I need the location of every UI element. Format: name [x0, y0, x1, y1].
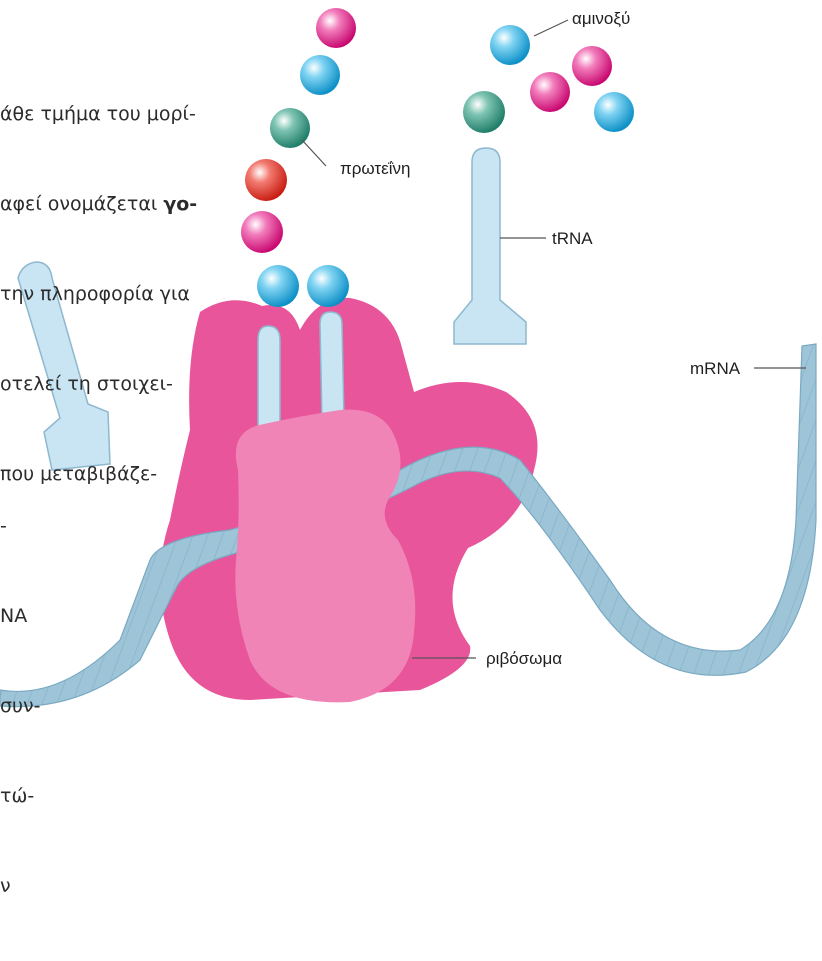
text-bottom-line-5: ν [0, 871, 110, 901]
body-text-bottom: - NA συν- τώ- ν [0, 451, 110, 961]
leader-amino-acid [534, 20, 568, 36]
text-bottom-line-1: - [0, 511, 110, 541]
protein-bead-1 [316, 8, 356, 48]
free-amino-acid-3 [530, 72, 570, 112]
free-amino-acid-1 [490, 25, 530, 65]
text-bottom-line-2: NA [0, 601, 110, 631]
trna-stem-right [320, 312, 344, 420]
text-top-line-4: οτελεί τη στοιχει- [0, 369, 272, 399]
label-ribosome: ριβόσωμα [486, 649, 562, 668]
label-protein: πρωτεΐνη [340, 159, 410, 178]
label-amino-acid: αμινοξύ [572, 9, 630, 28]
free-amino-acid-4 [594, 92, 634, 132]
text-top-line-3: την πληροφορία για [0, 279, 272, 309]
protein-bead-2 [300, 55, 340, 95]
leader-protein [302, 140, 326, 166]
trna-free [454, 148, 526, 344]
text-top-line-2-bold: γο- [163, 193, 197, 215]
incoming-amino-acid-bead [307, 265, 349, 307]
free-amino-acid-2 [572, 46, 612, 86]
text-bottom-line-3: συν- [0, 691, 110, 721]
label-trna: tRNA [552, 229, 593, 248]
translation-diagram: αμινοξύ πρωτεΐνη tRNA mRNA ριβόσωμα άθε … [0, 0, 822, 708]
text-top-line-2-regular: αφεί ονομάζεται [0, 193, 163, 215]
text-bottom-line-4: τώ- [0, 781, 110, 811]
text-top-line-1: άθε τμήμα του μορί- [0, 99, 272, 129]
trna-free-amino-acid [463, 91, 505, 133]
label-mrna: mRNA [690, 359, 741, 378]
text-top-line-2: αφεί ονομάζεται γο- [0, 189, 272, 219]
